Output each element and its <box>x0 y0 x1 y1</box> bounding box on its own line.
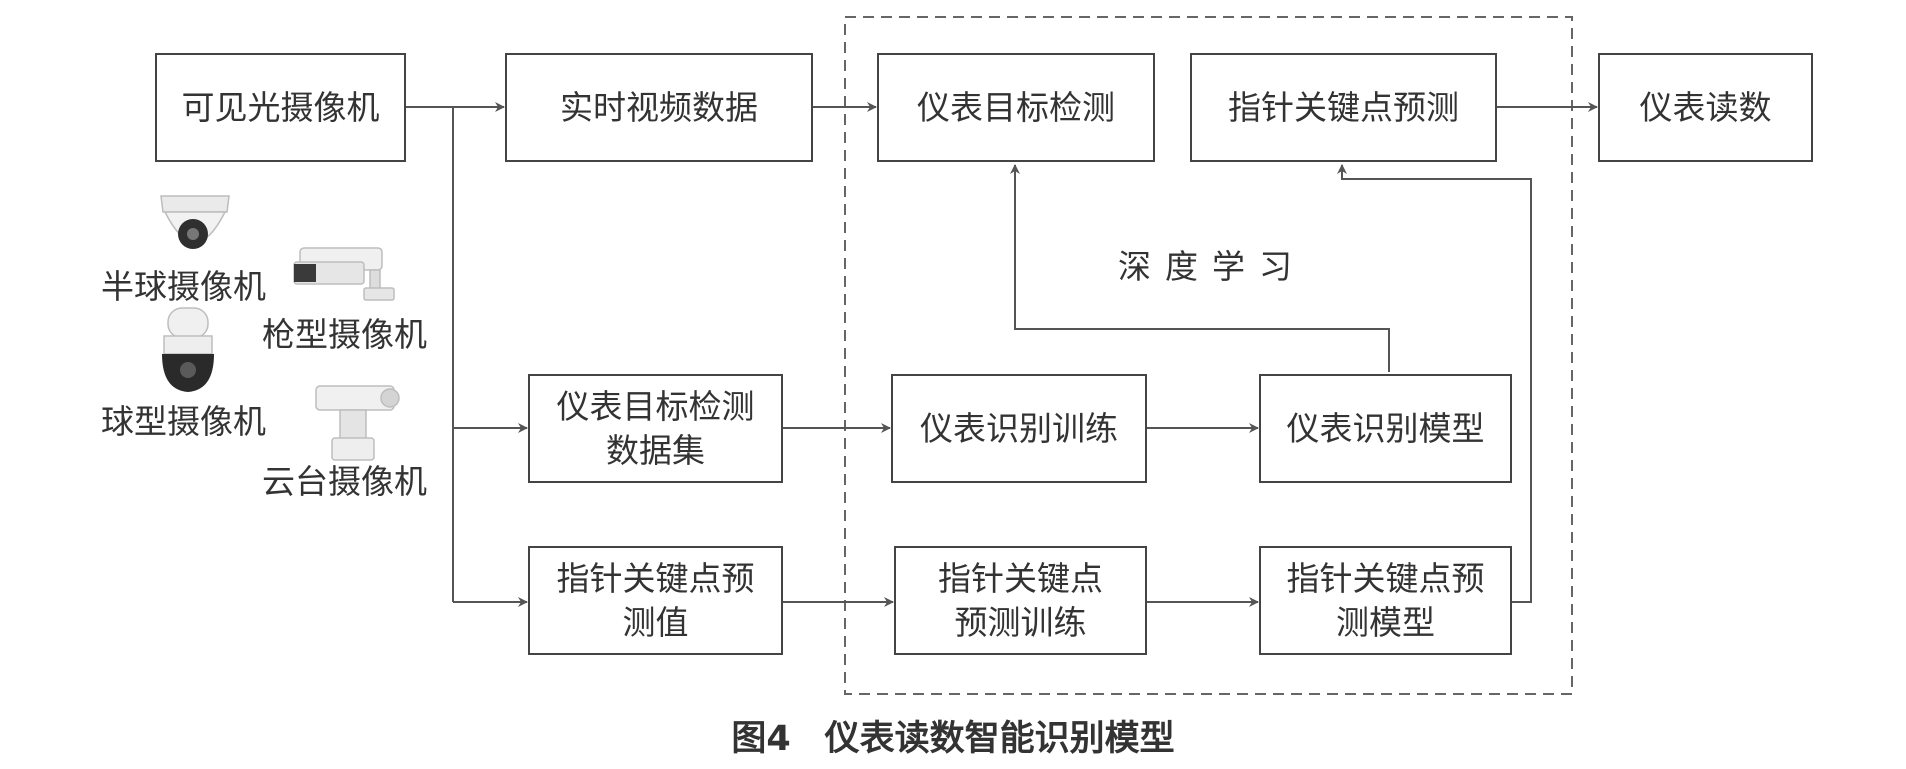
node-pointer-model: 指针关键点预 测模型 <box>1259 546 1512 655</box>
figure-title: 仪表读数智能识别模型 <box>824 719 1175 759</box>
node-visible-camera: 可见光摄像机 <box>155 53 406 162</box>
camera-label-bullet: 枪型摄像机 <box>262 315 427 354</box>
figure-caption: 图4 仪表读数智能识别模型 <box>0 710 1906 761</box>
dome-camera-icon <box>160 195 230 249</box>
speed-dome-camera-icon <box>162 307 214 392</box>
bullet-camera-icon <box>293 247 395 301</box>
node-detection-dataset: 仪表目标检测 数据集 <box>528 374 783 483</box>
node-pointer-predict: 指针关键点预测 <box>1190 53 1497 162</box>
node-meter-training: 仪表识别训练 <box>891 374 1147 483</box>
connectors <box>405 102 1598 607</box>
node-realtime-video: 实时视频数据 <box>505 53 813 162</box>
node-meter-model: 仪表识别模型 <box>1259 374 1512 483</box>
node-pointer-value: 指针关键点预 测值 <box>528 546 783 655</box>
node-meter-reading: 仪表读数 <box>1598 53 1813 162</box>
node-pointer-training: 指针关键点 预测训练 <box>894 546 1147 655</box>
deep-learning-label: 深度学习 <box>1118 247 1306 286</box>
camera-label-dome: 半球摄像机 <box>101 267 266 306</box>
camera-label-speed-dome: 球型摄像机 <box>101 402 266 441</box>
edge-pointer-model-to-predict <box>1337 164 1532 603</box>
ptz-camera-icon <box>315 385 400 461</box>
camera-label-ptz: 云台摄像机 <box>262 462 427 501</box>
node-meter-detection: 仪表目标检测 <box>877 53 1155 162</box>
deep-learning-group <box>844 16 1573 695</box>
edge-model-to-detection <box>1010 164 1390 372</box>
figure-number: 图4 <box>731 719 791 759</box>
